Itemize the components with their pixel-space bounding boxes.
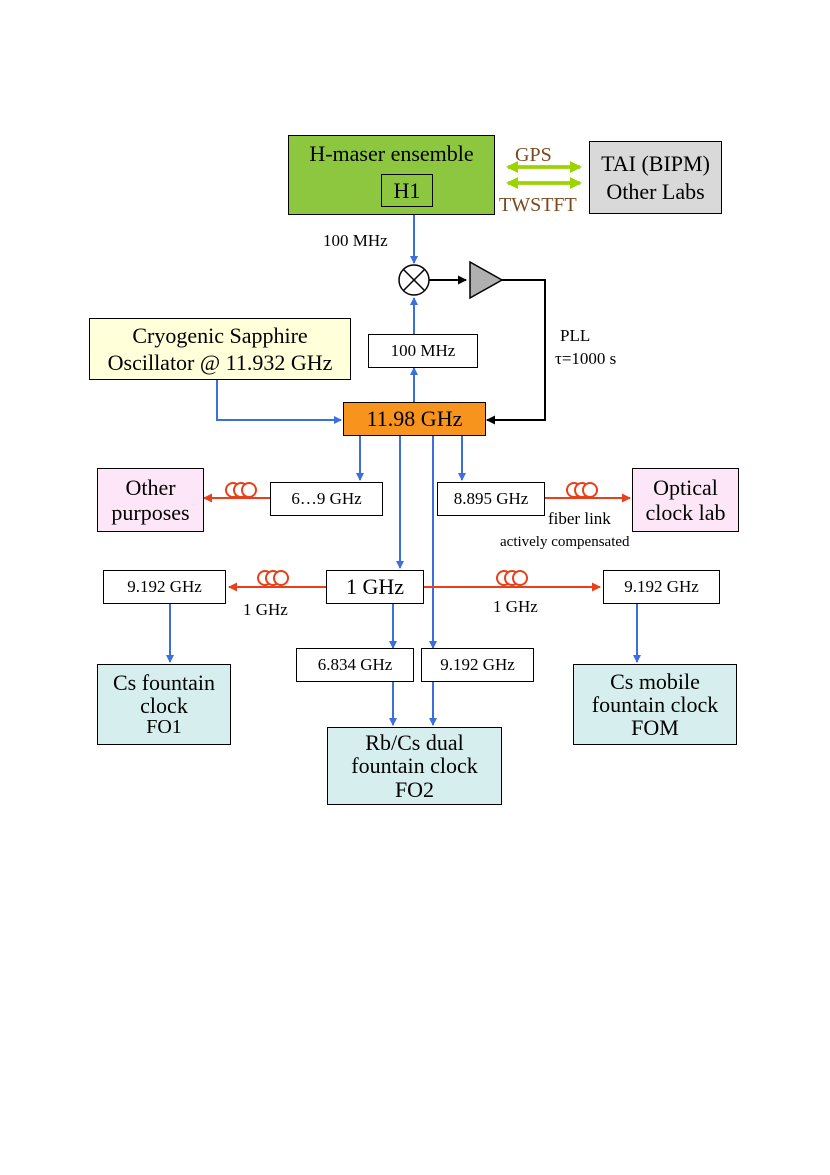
freq-9192-mid-text: 9.192 GHz bbox=[440, 655, 515, 675]
hub-11-98ghz-box: 11.98 GHz bbox=[343, 402, 486, 436]
tau-label: τ=1000 s bbox=[555, 349, 617, 368]
freq-1ghz-text: 1 GHz bbox=[345, 574, 405, 600]
freq-8895-text: 8.895 GHz bbox=[453, 489, 529, 509]
1ghz-right-label: 1 GHz bbox=[493, 597, 538, 616]
tai-bipm-box: TAI (BIPM) Other Labs bbox=[589, 141, 722, 214]
csor-to-hub-arrow bbox=[216, 380, 342, 424]
fiber-link-label: fiber link bbox=[548, 509, 611, 528]
gps-label: GPS bbox=[515, 144, 552, 166]
freq-100mhz-box: 100 MHz bbox=[368, 334, 478, 368]
hub-text: 11.98 GHz bbox=[366, 406, 463, 432]
fo1-line1: Cs fountain bbox=[112, 669, 216, 695]
h-maser-title: H-maser ensemble bbox=[309, 141, 474, 166]
csor-line1: Cryogenic Sapphire bbox=[132, 323, 308, 349]
h1-box: H1 bbox=[381, 174, 433, 207]
fiber-coil-icon bbox=[496, 570, 528, 586]
h1-label: H1 bbox=[393, 177, 421, 203]
freq-9192ghz-mid-box: 9.192 GHz bbox=[421, 648, 534, 682]
other-purposes-box: Other purposes bbox=[97, 468, 204, 532]
other-purposes-line1: Other bbox=[125, 474, 176, 500]
h-maser-ensemble-box: H-maser ensemble bbox=[288, 135, 495, 215]
1ghz-left-label: 1 GHz bbox=[243, 600, 288, 619]
rb-cs-dual-fountain-clock-fo2-box: Rb/Cs dual fountain clock FO2 bbox=[327, 727, 502, 805]
fo2-line1: Rb/Cs dual bbox=[365, 730, 464, 756]
fo2-line2: fountain clock bbox=[351, 753, 478, 779]
optical-lab-line2: clock lab bbox=[645, 500, 726, 525]
optical-clock-lab-box: Optical clock lab bbox=[632, 468, 739, 532]
actively-compensated-label: actively compensated bbox=[500, 534, 630, 550]
fiber-coil-icon bbox=[257, 570, 289, 586]
mhz100-label: 100 MHz bbox=[323, 231, 388, 250]
optical-lab-line1: Optical bbox=[653, 474, 718, 500]
freq-1ghz-box: 1 GHz bbox=[326, 570, 424, 604]
freq-6834ghz-box: 6.834 GHz bbox=[296, 648, 414, 682]
fiber-coil-icon bbox=[225, 482, 257, 498]
twstft-label: TWSTFT bbox=[499, 194, 577, 216]
fo2-line3: FO2 bbox=[394, 776, 435, 802]
csor-line2: Oscillator @ 11.932 GHz bbox=[107, 349, 333, 375]
fo1-line2: clock bbox=[140, 693, 188, 718]
amplifier-icon bbox=[469, 260, 504, 300]
freq-9192-right-text: 9.192 GHz bbox=[624, 577, 699, 597]
freq-100mhz-text: 100 MHz bbox=[390, 341, 456, 361]
freq-6-9ghz-box: 6…9 GHz bbox=[270, 482, 383, 516]
cs-fountain-clock-fo1-box: Cs fountain clock FO1 bbox=[97, 664, 231, 745]
cryogenic-sapphire-oscillator-box: Cryogenic Sapphire Oscillator @ 11.932 G… bbox=[89, 318, 351, 380]
other-purposes-line2: purposes bbox=[111, 500, 190, 525]
freq-9192ghz-right-box: 9.192 GHz bbox=[603, 570, 720, 604]
freq-6-9-text: 6…9 GHz bbox=[291, 489, 362, 509]
mixer-icon bbox=[398, 264, 430, 296]
tai-bipm-line1: TAI (BIPM) bbox=[601, 151, 710, 177]
fo1-line3: FO1 bbox=[146, 716, 182, 739]
tai-bipm-line2: Other Labs bbox=[606, 178, 705, 204]
freq-9192ghz-left-box: 9.192 GHz bbox=[103, 570, 226, 604]
cs-mobile-fountain-clock-fom-box: Cs mobile fountain clock FOM bbox=[573, 664, 737, 745]
freq-9192-left-text: 9.192 GHz bbox=[127, 577, 202, 597]
fom-line3: FOM bbox=[631, 715, 679, 741]
freq-6834-text: 6.834 GHz bbox=[317, 655, 393, 675]
fom-line2: fountain clock bbox=[591, 691, 719, 717]
pll-feedback-arrow bbox=[486, 279, 546, 425]
freq-8895ghz-box: 8.895 GHz bbox=[437, 482, 545, 516]
pll-label: PLL bbox=[560, 326, 591, 345]
fiber-coil-icon bbox=[566, 482, 598, 498]
fom-line1: Cs mobile bbox=[610, 668, 700, 694]
